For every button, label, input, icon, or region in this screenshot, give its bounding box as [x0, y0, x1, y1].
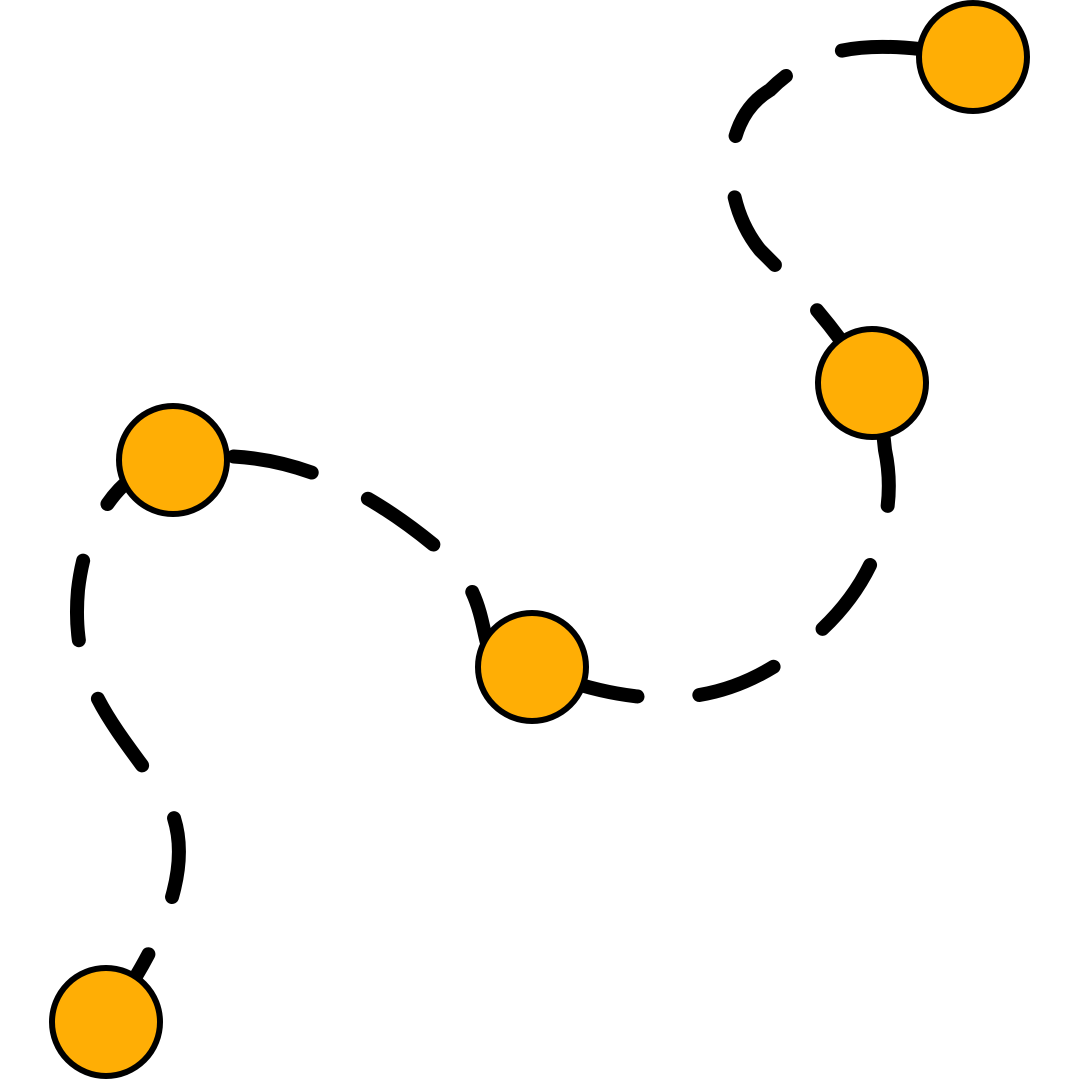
dashed-route-line	[70, 39, 979, 1029]
waypoint-4	[815, 326, 929, 440]
waypoint-end	[916, 0, 1030, 114]
waypoint-start	[49, 965, 163, 1079]
waypoint-2	[116, 403, 230, 517]
waypoint-3	[475, 610, 589, 724]
